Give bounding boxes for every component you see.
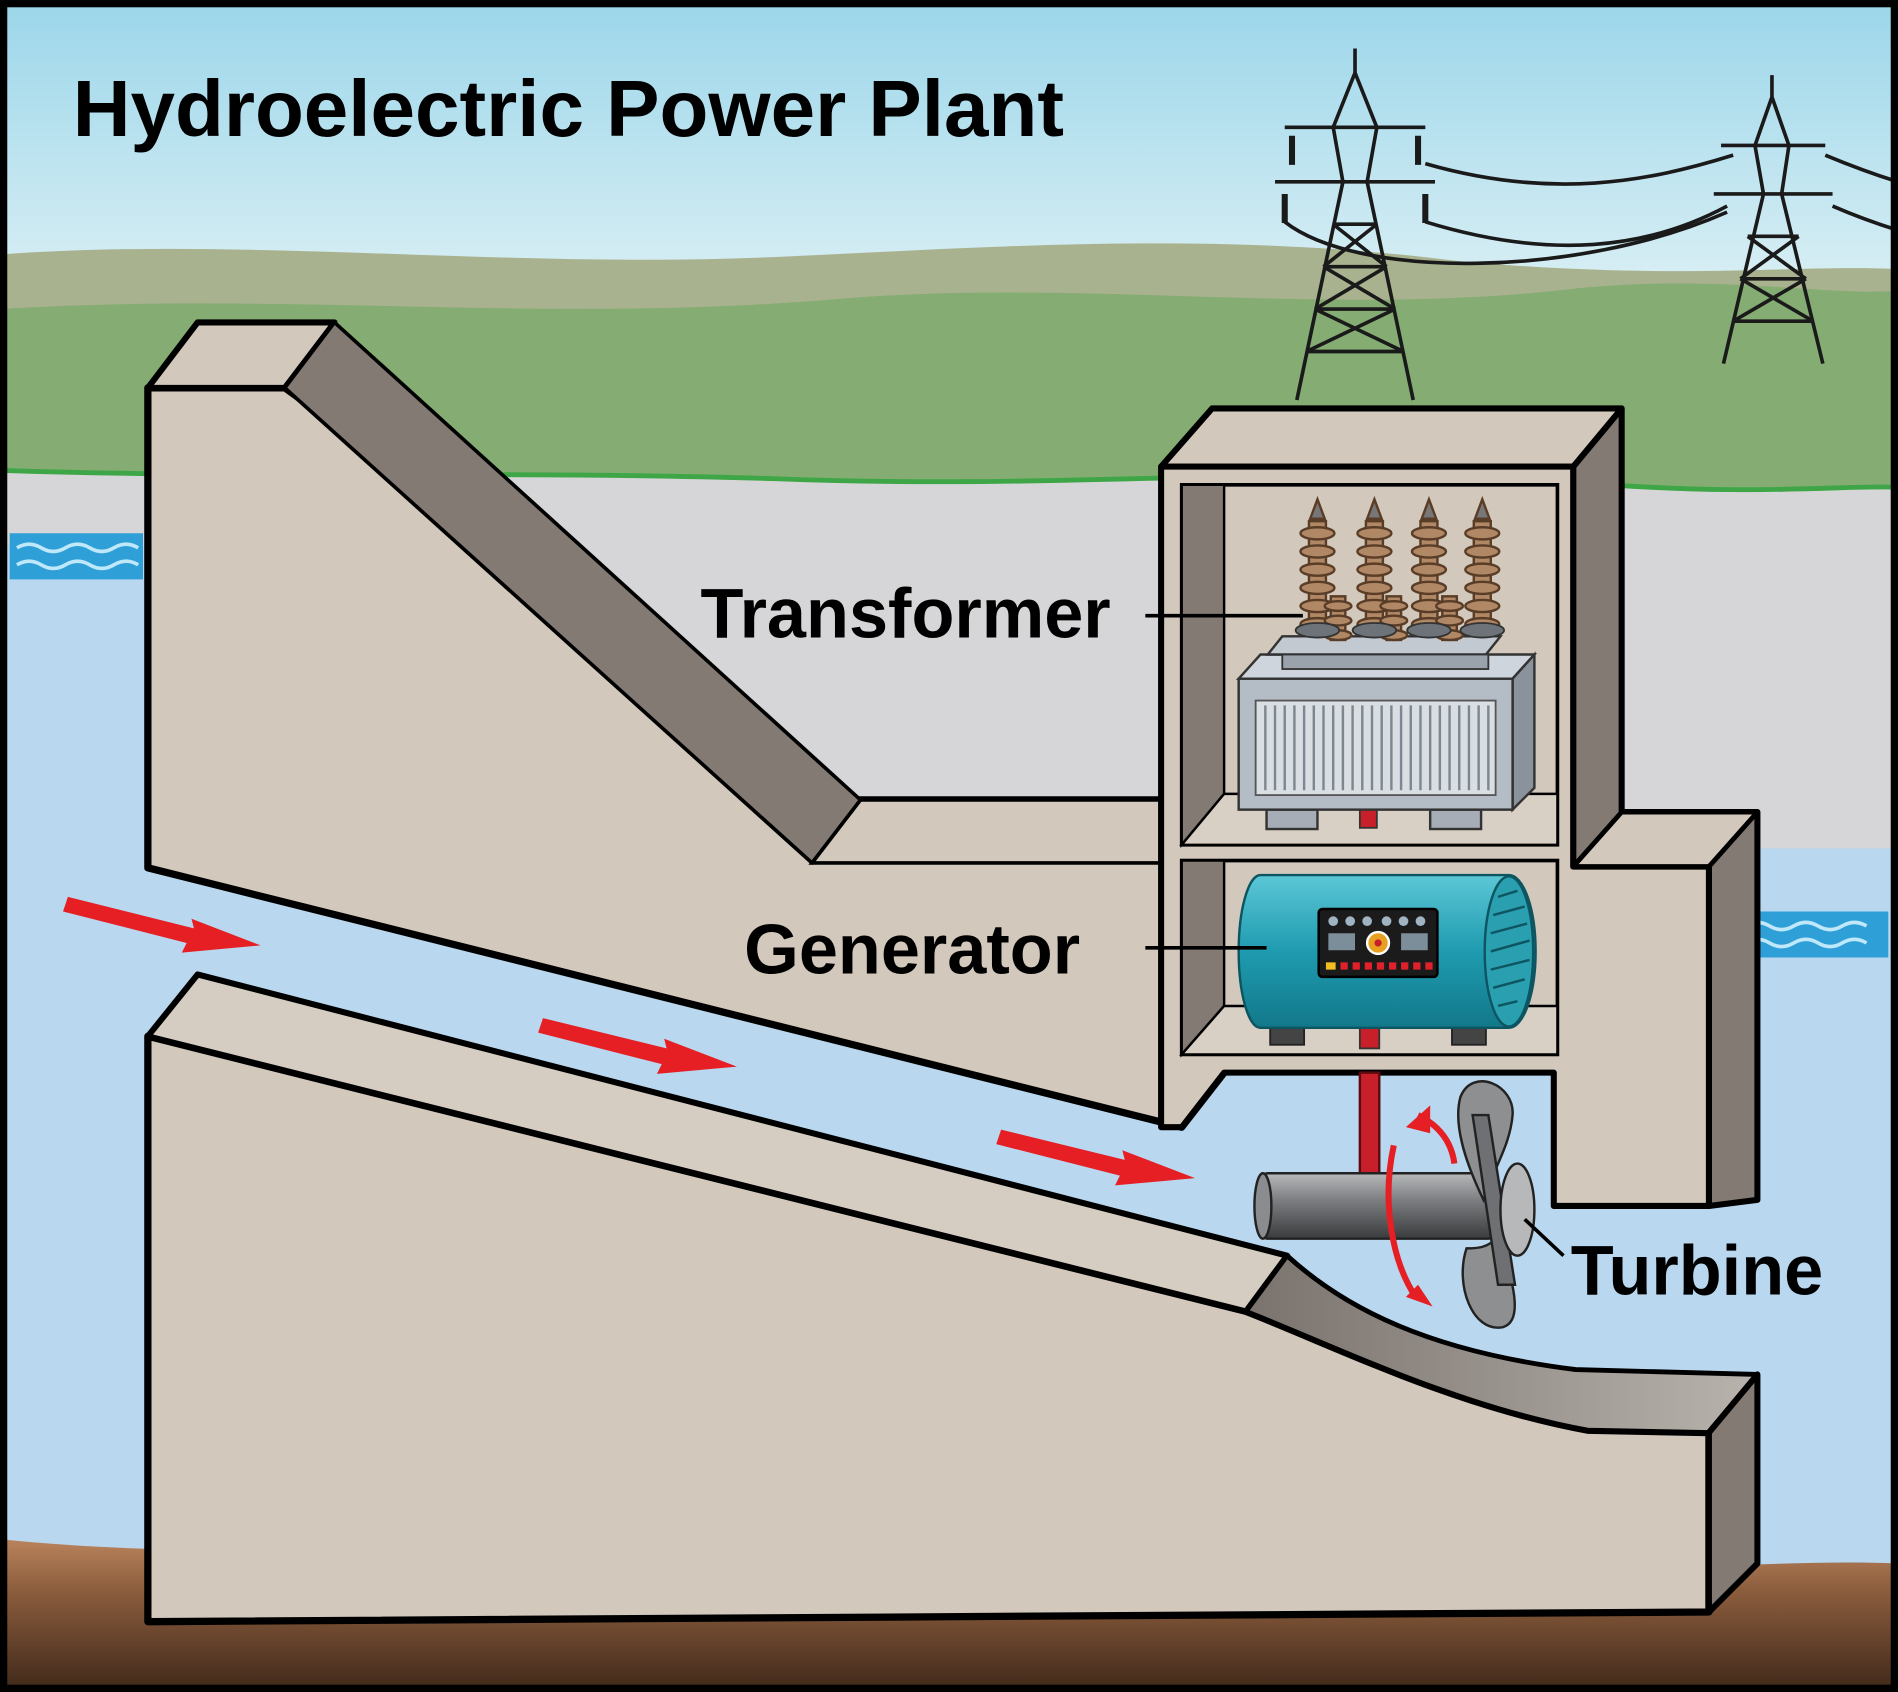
water-wave-icon [9, 533, 144, 580]
turbine [1253, 1080, 1536, 1329]
generator-shaft [1358, 1071, 1381, 1177]
powerhouse-top [1158, 405, 1625, 470]
dam-lower-side [1705, 1371, 1761, 1616]
bushing-icon [1356, 495, 1393, 632]
power-tower-icon [1713, 75, 1833, 365]
generator [1237, 873, 1537, 1050]
label-transformer: Transformer [701, 574, 1111, 653]
turbine-leader [1523, 1217, 1565, 1257]
flow-arrow-icon [63, 896, 261, 953]
bushing-icon [1464, 495, 1501, 632]
label-turbine: Turbine [1571, 1230, 1823, 1309]
power-lines [1283, 153, 1898, 266]
flow-arrow-icon [996, 1129, 1196, 1186]
transformer [1235, 495, 1538, 831]
powerhouse-right-top [1570, 809, 1760, 870]
label-generator: Generator [744, 909, 1080, 988]
diagram-title: Hydroelectric Power Plant [73, 64, 1064, 153]
dam-upper-ledge [808, 798, 1166, 865]
power-tower-icon [1275, 48, 1436, 401]
flow-arrow-icon [538, 1018, 737, 1074]
